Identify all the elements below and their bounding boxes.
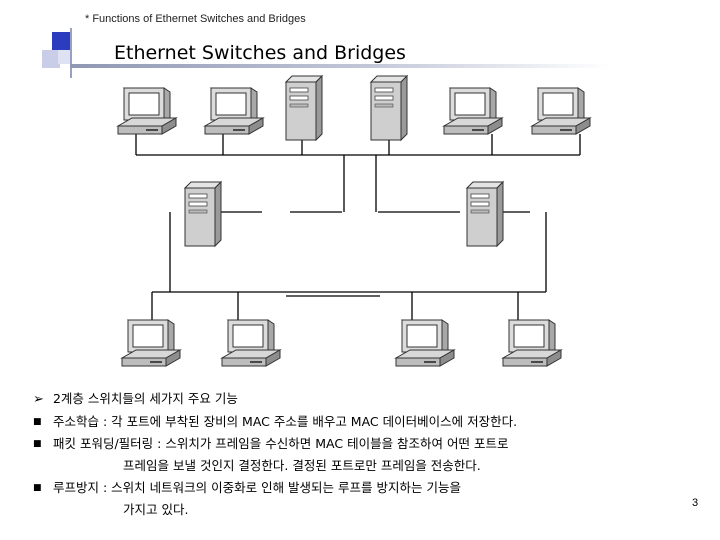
list-item: ■ 루프방지 : 스위치 네트워크의 이중화로 인해 발생되는 루프를 방지하는… [33, 477, 693, 499]
list-item-continuation: 가지고 있다. [33, 499, 693, 521]
deco-vertical-line [70, 28, 72, 78]
workstation-icon [204, 87, 264, 135]
list-item-text: 패킷 포워딩/필터링 : 스위치가 프레임을 수신하면 MAC 테이블을 참조하… [52, 436, 509, 451]
workstation-icon [531, 87, 591, 135]
workstation-icon [221, 319, 281, 367]
title-decoration [40, 28, 80, 78]
deco-square-light [42, 50, 60, 68]
list-item: ■ 주소학습 : 각 포트에 부착된 장비의 MAC 주소를 배우고 MAC 데… [33, 411, 693, 433]
workstation-icon [395, 319, 455, 367]
workstation-icon [502, 319, 562, 367]
arrow-bullet-icon: ➢ [33, 392, 44, 407]
list-item-text: 루프방지 : 스위치 네트워크의 이중화로 인해 발생되는 루프를 방지하는 기… [52, 480, 461, 495]
page-title: Ethernet Switches and Bridges [114, 42, 406, 64]
server-icon [466, 181, 504, 247]
server-icon [370, 75, 408, 141]
workstation-icon [443, 87, 503, 135]
square-bullet-icon: ■ [33, 439, 42, 449]
server-icon [184, 181, 222, 247]
content-text: ➢ 2계층 스위치들의 세가지 주요 기능 ■ 주소학습 : 각 포트에 부착된… [33, 388, 693, 521]
list-item-text: 주소학습 : 각 포트에 부착된 장비의 MAC 주소를 배우고 MAC 데이터… [52, 414, 518, 429]
content-heading: ➢ 2계층 스위치들의 세가지 주요 기능 [33, 388, 693, 411]
page-number: 3 [692, 497, 699, 509]
content-heading-text: 2계층 스위치들의 세가지 주요 기능 [52, 391, 238, 406]
deco-square-pale [58, 50, 72, 64]
list-item: ■ 패킷 포워딩/필터링 : 스위치가 프레임을 수신하면 MAC 테이블을 참… [33, 433, 693, 455]
square-bullet-icon: ■ [33, 483, 42, 493]
workstation-icon [121, 319, 181, 367]
title-rule [70, 64, 610, 68]
header-note: * Functions of Ethernet Switches and Bri… [85, 13, 306, 25]
workstation-icon [117, 87, 177, 135]
network-diagram [117, 75, 591, 367]
square-bullet-icon: ■ [33, 417, 42, 427]
server-icon [285, 75, 323, 141]
list-item-continuation: 프레임을 보낼 것인지 결정한다. 결정된 포트로만 프레임을 전송한다. [33, 455, 693, 477]
cable-lines [135, 130, 581, 320]
list-item-text: 프레임을 보낼 것인지 결정한다. 결정된 포트로만 프레임을 전송한다. [123, 458, 481, 473]
list-item-text: 가지고 있다. [123, 502, 189, 517]
deco-square-dark [52, 32, 72, 52]
